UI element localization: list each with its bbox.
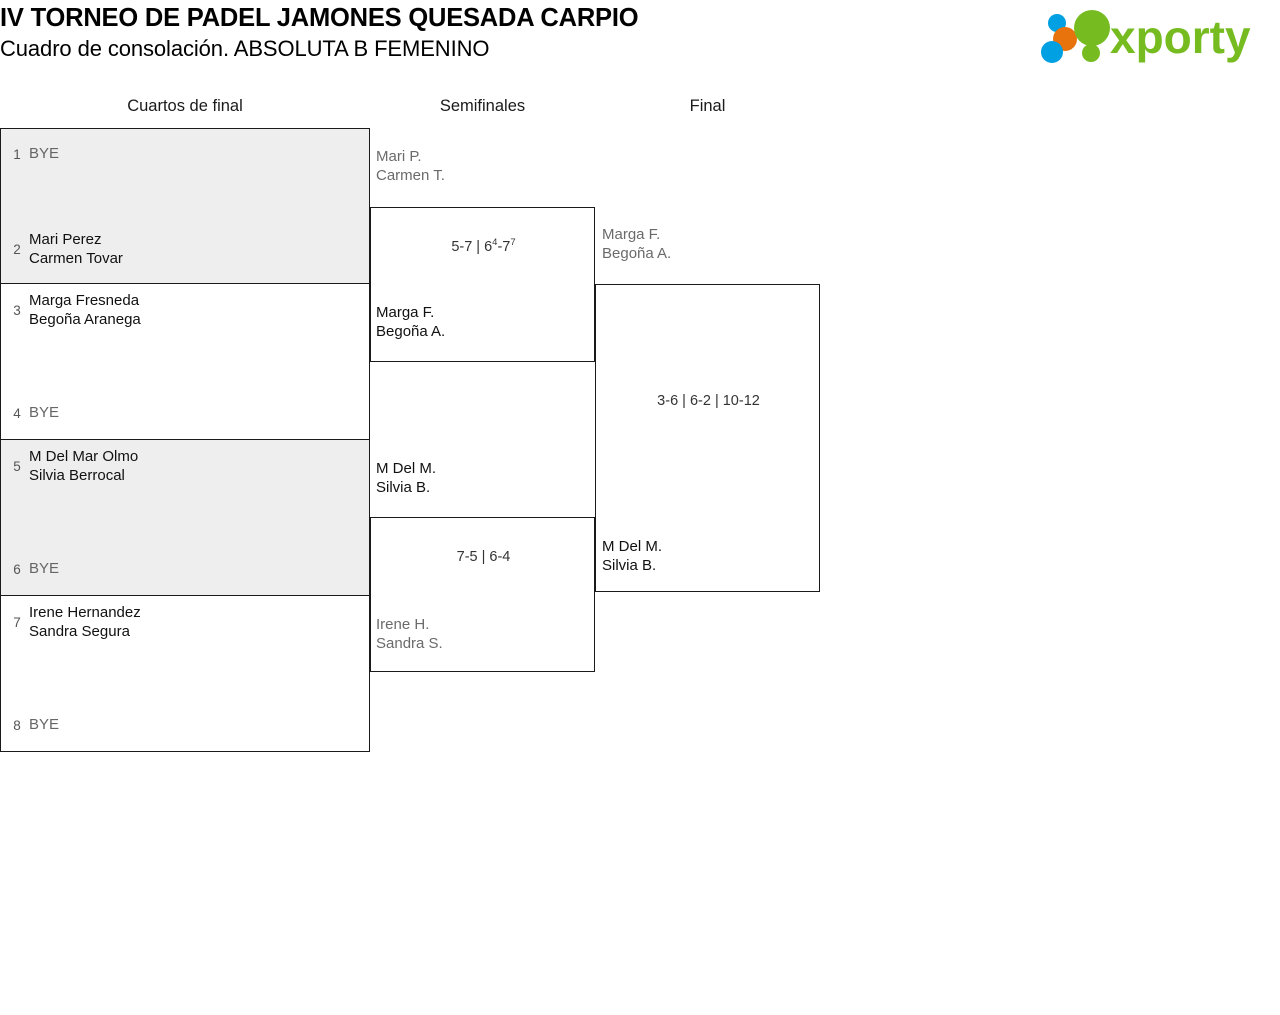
- sf2-competitor-top[interactable]: M Del M. Silvia B.: [376, 460, 436, 496]
- qf-match-3[interactable]: 5 M Del Mar Olmo Silvia Berrocal 6 BYE: [0, 440, 370, 596]
- seed-number: 8: [13, 717, 21, 733]
- seed-number: 2: [13, 242, 21, 257]
- seed-number: 1: [13, 146, 21, 162]
- qf-slot-7[interactable]: 7 Irene Hernandez Sandra Segura: [1, 604, 371, 641]
- qf-slot-2[interactable]: 2 Mari Perez Carmen Tovar: [1, 231, 371, 268]
- round-header-final: Final: [689, 97, 726, 115]
- logo-dot-green-small: [1082, 44, 1100, 62]
- qf-slot-3[interactable]: 3 Marga Fresneda Begoña Aranega: [1, 292, 371, 329]
- competitor-names: Mari Perez Carmen Tovar: [29, 231, 123, 267]
- sf1-score: 5-7 | 64-77: [451, 237, 516, 255]
- logo-wordmark: xporty: [1110, 11, 1251, 63]
- final-competitor-bottom-champion[interactable]: M Del M. Silvia B.: [602, 538, 662, 574]
- qf-match-4[interactable]: 7 Irene Hernandez Sandra Segura 8 BYE: [0, 596, 370, 752]
- tournament-name: IV TORNEO DE PADEL JAMONES QUESADA CARPI…: [0, 4, 639, 32]
- round-header-quarterfinals: Cuartos de final: [127, 97, 243, 115]
- logo-dot-green-big: [1074, 10, 1110, 46]
- logo-dot-blue-large: [1041, 41, 1063, 63]
- competitor-names: BYE: [29, 560, 60, 577]
- qf-match-2[interactable]: 3 Marga Fresneda Begoña Aranega 4 BYE: [0, 284, 370, 440]
- sf1-competitor-top[interactable]: Mari P. Carmen T.: [376, 148, 445, 184]
- sf-match-2[interactable]: 7-5 | 6-4: [370, 517, 595, 672]
- competitor-names: M Del Mar Olmo Silvia Berrocal: [29, 448, 139, 484]
- seed-number: 5: [13, 459, 21, 474]
- sf2-score: 7-5 | 6-4: [456, 549, 511, 565]
- sf-match-1[interactable]: 5-7 | 64-77: [370, 207, 595, 362]
- seed-number: 6: [13, 561, 21, 577]
- competitor-names: BYE: [29, 145, 60, 162]
- qf-slot-5[interactable]: 5 M Del Mar Olmo Silvia Berrocal: [1, 448, 371, 485]
- sf2-competitor-bottom[interactable]: Irene H. Sandra S.: [376, 616, 443, 652]
- competitor-names: Marga Fresneda Begoña Aranega: [29, 292, 141, 328]
- final-score: 3-6 | 6-2 | 10-12: [657, 393, 760, 409]
- page-title: IV TORNEO DE PADEL JAMONES QUESADA CARPI…: [0, 3, 900, 64]
- sf1-competitor-bottom[interactable]: Marga F. Begoña A.: [376, 304, 446, 340]
- qf-match-1[interactable]: 1 BYE 2 Mari Perez Carmen Tovar: [0, 128, 370, 284]
- final-competitor-top[interactable]: Marga F. Begoña A.: [602, 226, 672, 262]
- logo-dot-blue-small: [1048, 14, 1066, 32]
- seed-number: 3: [13, 303, 21, 318]
- tournament-subtitle: Cuadro de consolación. ABSOLUTA B FEMENI…: [0, 36, 490, 61]
- qf-slot-1[interactable]: 1 BYE: [1, 145, 371, 164]
- round-header-semifinals: Semifinales: [439, 97, 526, 115]
- competitor-names: BYE: [29, 404, 60, 421]
- seed-number: 7: [13, 615, 21, 630]
- xporty-logo[interactable]: xporty: [1032, 6, 1272, 64]
- qf-slot-4[interactable]: 4 BYE: [1, 404, 371, 423]
- final-match[interactable]: 3-6 | 6-2 | 10-12: [595, 284, 820, 592]
- seed-number: 4: [13, 405, 21, 421]
- competitor-names: BYE: [29, 716, 60, 733]
- qf-slot-6[interactable]: 6 BYE: [1, 560, 371, 579]
- qf-slot-8[interactable]: 8 BYE: [1, 716, 371, 735]
- competitor-names: Irene Hernandez Sandra Segura: [29, 604, 141, 640]
